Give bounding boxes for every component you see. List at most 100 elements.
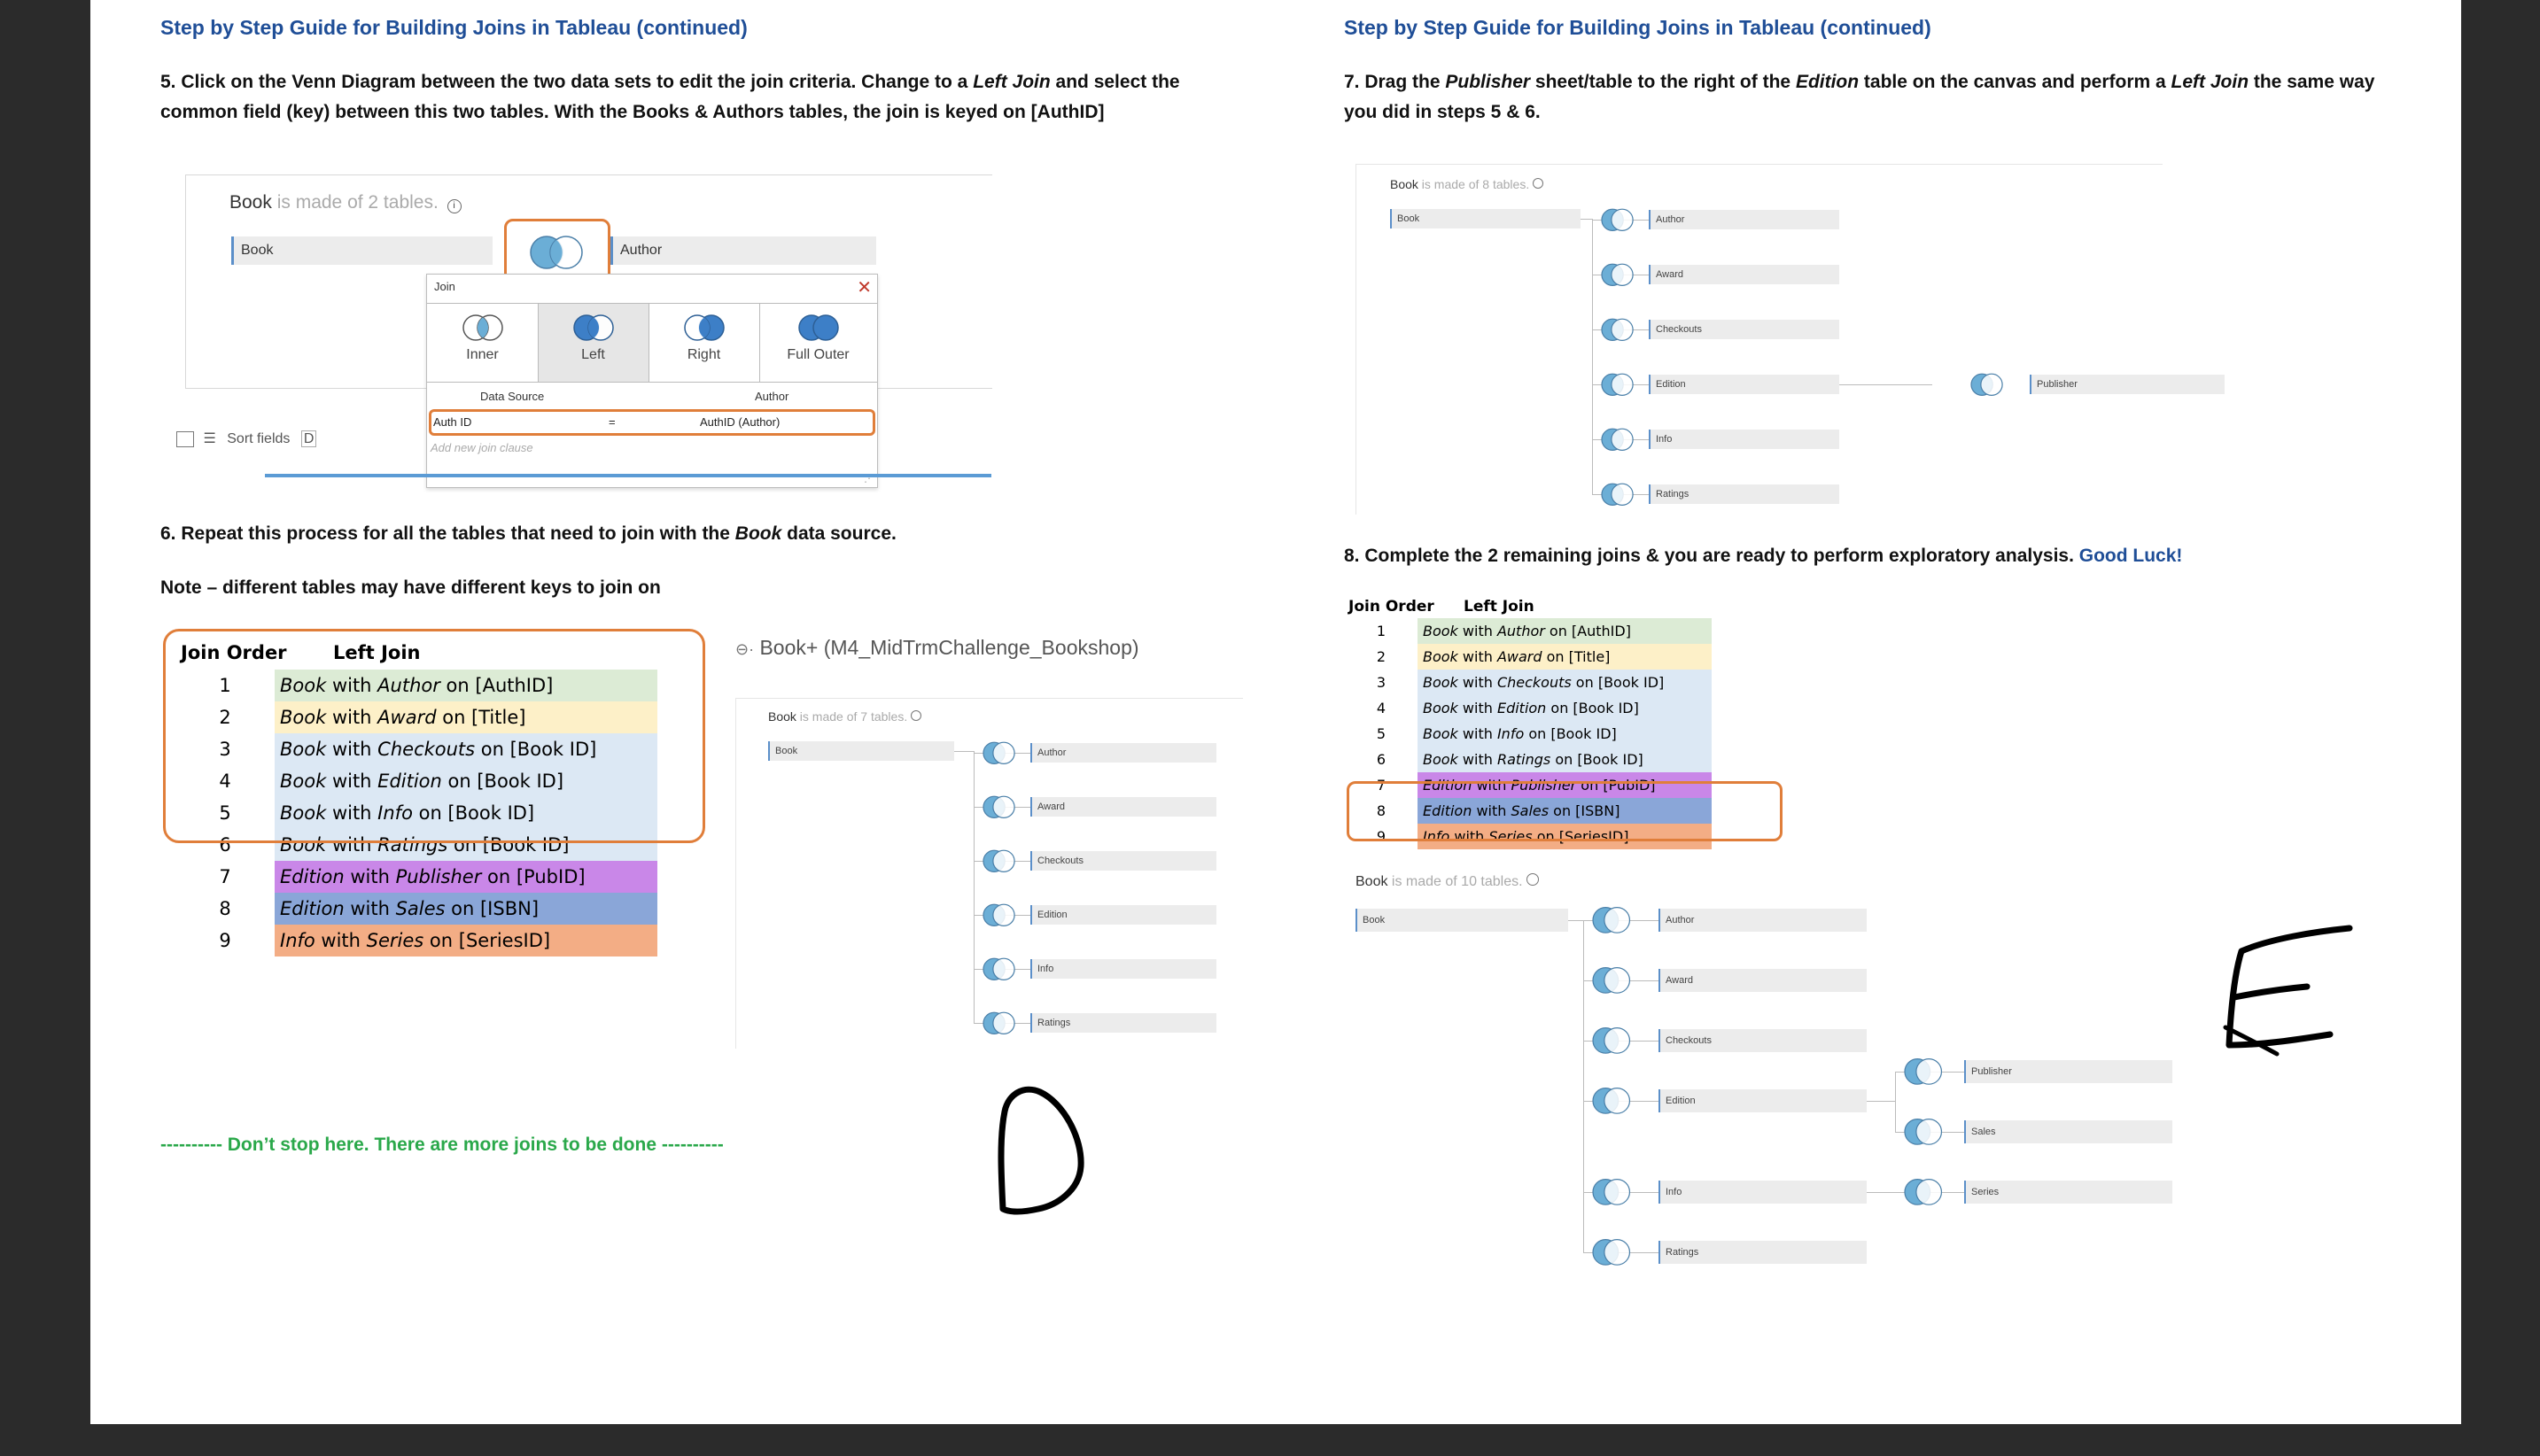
join-venn-icon[interactable] bbox=[1904, 1057, 1954, 1087]
join-venn-icon[interactable] bbox=[1592, 965, 1643, 995]
join-order-number: 5 bbox=[219, 802, 231, 824]
table-pill-ratings[interactable]: Ratings bbox=[1658, 1241, 1867, 1264]
table-pill-checkouts[interactable]: Checkouts bbox=[1649, 320, 1839, 339]
join-venn-icon[interactable] bbox=[526, 235, 588, 270]
join-order-number: 2 bbox=[1376, 648, 1387, 665]
join-type-left-label: Left bbox=[581, 347, 605, 362]
sort-fields-bar: ☰ Sort fields D bbox=[176, 430, 317, 447]
join-venn-icon[interactable] bbox=[1601, 372, 1643, 398]
canvas10-root-book[interactable]: Book bbox=[1355, 909, 1568, 932]
table-pill-checkouts[interactable]: Checkouts bbox=[1030, 851, 1216, 871]
good-luck-text: Good Luck! bbox=[2078, 546, 2183, 566]
join-venn-icon[interactable] bbox=[1592, 1026, 1643, 1056]
join-venn-icon[interactable] bbox=[1601, 427, 1643, 453]
join-type-inner-label: Inner bbox=[466, 347, 499, 362]
table-pill-series[interactable]: Series bbox=[1964, 1181, 2172, 1204]
join-venn-icon[interactable] bbox=[983, 956, 1025, 982]
join-type-inner[interactable]: Inner bbox=[427, 304, 538, 382]
join-venn-icon[interactable] bbox=[983, 1011, 1025, 1036]
table-pill-publisher[interactable]: Publisher bbox=[1964, 1060, 2172, 1083]
join-venn-icon[interactable] bbox=[983, 740, 1025, 766]
join-type-full-outer-label: Full Outer bbox=[787, 347, 850, 362]
join-venn-icon[interactable] bbox=[1592, 1086, 1643, 1116]
book-table-pill[interactable]: Book bbox=[231, 236, 493, 265]
author-table-pill[interactable]: Author bbox=[610, 236, 876, 265]
join-venn-icon[interactable] bbox=[1592, 905, 1643, 935]
join-order-number: 1 bbox=[1376, 623, 1387, 639]
sort-fields-dropdown[interactable]: D bbox=[300, 430, 317, 447]
list-view-icon[interactable]: ☰ bbox=[203, 431, 216, 446]
table-pill-award[interactable]: Award bbox=[1030, 797, 1216, 817]
join-venn-icon[interactable] bbox=[1592, 1237, 1643, 1267]
step6-text: 6. Repeat this process for all the table… bbox=[160, 523, 897, 544]
join-venn-icon[interactable] bbox=[1601, 317, 1643, 343]
join-venn-icon[interactable] bbox=[983, 848, 1025, 874]
table-pill-ratings[interactable]: Ratings bbox=[1030, 1013, 1216, 1033]
join-venn-icon[interactable] bbox=[1601, 482, 1643, 507]
made-of-7-label: Book is made of 7 tables. bbox=[768, 709, 922, 724]
close-icon[interactable]: ✕ bbox=[857, 278, 872, 298]
join-venn-icon[interactable] bbox=[983, 902, 1025, 928]
join-description: Edition with Publisher on [PubID] bbox=[1418, 772, 1712, 798]
join-venn-icon[interactable] bbox=[1970, 372, 2013, 398]
table-pill-author[interactable]: Author bbox=[1649, 210, 1839, 229]
step7-text: 7. Drag the Publisher sheet/table to the… bbox=[1344, 72, 2375, 122]
join-venn-icon[interactable] bbox=[983, 794, 1025, 820]
table-pill-publisher[interactable]: Publisher bbox=[2030, 375, 2225, 394]
join-type-full-outer[interactable]: Full Outer bbox=[759, 304, 877, 382]
join-type-left[interactable]: Left bbox=[538, 304, 649, 382]
info-icon[interactable] bbox=[911, 710, 922, 721]
table-pill-award[interactable]: Award bbox=[1658, 969, 1867, 992]
join-venn-icon[interactable] bbox=[1904, 1117, 1954, 1147]
table-pill-info[interactable]: Info bbox=[1030, 959, 1216, 979]
join-venn-icon[interactable] bbox=[1904, 1177, 1954, 1207]
join-order-header-right: Join Order bbox=[1348, 598, 1434, 616]
grid-view-icon[interactable] bbox=[176, 430, 194, 447]
table-pill-award[interactable]: Award bbox=[1649, 265, 1839, 284]
table-pill-checkouts[interactable]: Checkouts bbox=[1658, 1029, 1867, 1052]
add-join-clause[interactable]: Add new join clause bbox=[431, 441, 533, 454]
join-venn-icon[interactable] bbox=[1601, 207, 1643, 233]
join-clause-row[interactable]: Auth ID = AuthID (Author) bbox=[429, 409, 875, 436]
join-description: Book with Ratings on [Book ID] bbox=[1418, 747, 1712, 772]
info-icon[interactable]: i bbox=[447, 199, 462, 213]
sort-fields-label[interactable]: Sort fields bbox=[227, 431, 291, 446]
join-dialog: Join ✕ Inner Left Right bbox=[426, 274, 878, 488]
right-page-title: Step by Step Guide for Building Joins in… bbox=[1344, 16, 1931, 39]
table-pill-author[interactable]: Author bbox=[1658, 909, 1867, 932]
info-icon[interactable] bbox=[1533, 178, 1544, 189]
join-order-number: 6 bbox=[219, 834, 231, 856]
canvas7-root-book[interactable]: Book bbox=[768, 741, 954, 761]
table-pill-edition[interactable]: Edition bbox=[1649, 375, 1839, 394]
inner-join-icon bbox=[462, 314, 503, 341]
join-clause-operator[interactable]: = bbox=[609, 415, 616, 429]
canvas8-root-book[interactable]: Book bbox=[1390, 209, 1581, 228]
note-text: Note – different tables may have differe… bbox=[160, 577, 661, 598]
table-pill-info[interactable]: Info bbox=[1658, 1181, 1867, 1204]
join-clause-left-field[interactable]: Auth ID bbox=[433, 415, 472, 429]
join-description: Book with Author on [AuthID] bbox=[1418, 618, 1712, 644]
table-pill-author[interactable]: Author bbox=[1030, 743, 1216, 763]
join-type-right[interactable]: Right bbox=[649, 304, 759, 382]
tree-trunk bbox=[1895, 1072, 1896, 1132]
left-join-header-right: Left Join bbox=[1464, 598, 1534, 616]
join-venn-icon[interactable] bbox=[1592, 1177, 1643, 1207]
table-pill-sales[interactable]: Sales bbox=[1964, 1120, 2172, 1143]
join-clause-right-field[interactable]: AuthID (Author) bbox=[700, 415, 781, 429]
tree-trunk bbox=[974, 751, 975, 1023]
table-pill-edition[interactable]: Edition bbox=[1030, 905, 1216, 925]
join-description: Book with Award on [Title] bbox=[1418, 644, 1712, 670]
table-pill-edition[interactable]: Edition bbox=[1658, 1089, 1867, 1112]
join-description: Book with Info on [Book ID] bbox=[275, 797, 657, 829]
info-icon[interactable] bbox=[1526, 873, 1540, 886]
join-description: Info with Series on [SeriesID] bbox=[275, 925, 657, 956]
table-pill-ratings[interactable]: Ratings bbox=[1649, 484, 1839, 504]
join-venn-icon[interactable] bbox=[1601, 262, 1643, 288]
datasource-label: ⊖· Book+ (M4_MidTrmChallenge_Bookshop) bbox=[735, 636, 1139, 659]
table-pill-info[interactable]: Info bbox=[1649, 430, 1839, 449]
